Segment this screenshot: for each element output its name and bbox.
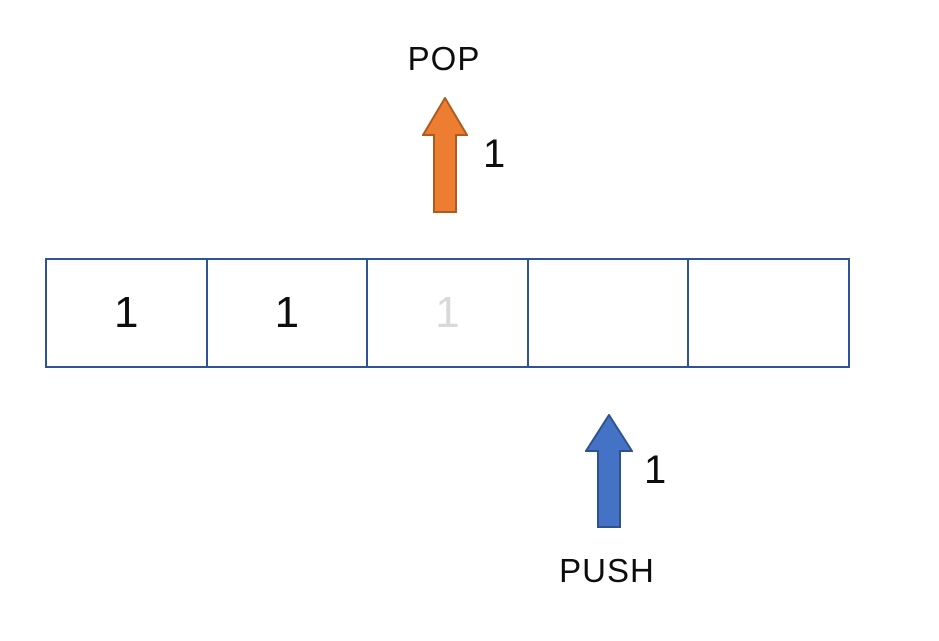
pop-value: 1 <box>483 132 506 176</box>
pop-label: POP <box>407 40 481 77</box>
push-arrow-icon <box>585 414 633 528</box>
stack-cell-1: 1 <box>47 260 208 366</box>
stack-cell-4 <box>529 260 690 366</box>
pop-arrow-shape <box>422 97 468 213</box>
stack-cell-value-3-ghost: 1 <box>435 288 460 337</box>
push-label: PUSH <box>559 552 655 589</box>
stack-cell-2: 1 <box>208 260 369 366</box>
stack-cell-value-1: 1 <box>114 288 139 337</box>
pop-arrow-icon <box>422 97 468 213</box>
stack-cell-5 <box>689 260 848 366</box>
push-arrow-shape <box>585 414 633 528</box>
push-value: 1 <box>644 448 667 492</box>
stack-cell-3: 1 <box>368 260 529 366</box>
stack-row: 1 1 1 <box>45 258 850 368</box>
stack-cell-value-2: 1 <box>274 288 300 337</box>
